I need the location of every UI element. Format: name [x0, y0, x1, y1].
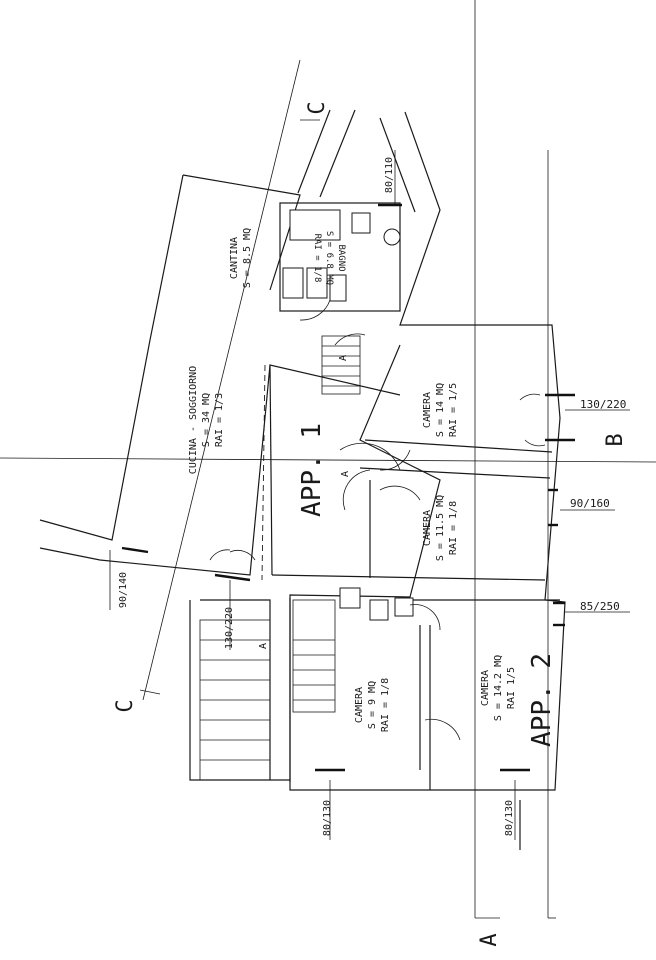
cucina-label: CUCINA - SOGGIORNO S = 34 MQ RAI = 1/3 [188, 366, 225, 474]
section-c-top-marker: C [305, 101, 330, 114]
opening-label-6: 130/220 [224, 607, 235, 649]
camera4-rai: RAI 1/5 [506, 667, 517, 709]
cantina-label: CANTINA S = 8.5 MQ [229, 228, 253, 288]
bathroom-fixtures [279, 202, 414, 621]
opening-label-8: 80/130 [504, 800, 515, 836]
cucina-area: S = 34 MQ [201, 393, 212, 447]
apartment-2-label: APP. 2 [527, 653, 557, 747]
opening-label-2: 130/220 [580, 398, 626, 411]
opening-label-4: 85/250 [580, 600, 620, 613]
camera2-area: S = 11.5 MQ [435, 495, 446, 561]
camera3-name: CAMERA [354, 687, 365, 723]
openings [121, 203, 575, 772]
camera3-label: CAMERA S = 9 MQ RAI = 1/8 [354, 678, 391, 732]
section-a-marker: A [477, 933, 502, 946]
camera2-label: CAMERA S = 11.5 MQ RAI = 1/8 [422, 495, 459, 561]
bagno-label: BAGNO S = 6.8 MQ RAI = 1/8 [312, 231, 346, 285]
camera4-area: S = 14.2 MQ [493, 655, 504, 721]
camera1-area: S = 14 MQ [435, 383, 446, 437]
opening-leaders [109, 150, 630, 840]
cucina-rai: RAI = 1/3 [214, 393, 225, 447]
camera2-name: CAMERA [422, 510, 433, 546]
opening-label-1: 80/110 [384, 157, 395, 193]
bagno-rai: RAI = 1/8 [312, 234, 322, 283]
cucina-name: CUCINA - SOGGIORNO [188, 366, 199, 474]
stair-mark-1: A [338, 355, 349, 361]
opening-label-7: 80/130 [322, 800, 333, 836]
camera4-label: CAMERA S = 14.2 MQ RAI 1/5 [480, 655, 517, 721]
cantina-area: S = 8.5 MQ [242, 228, 253, 288]
section-lines [0, 0, 656, 919]
stair-mark-3: A [258, 643, 269, 649]
opening-label-3: 90/160 [570, 497, 610, 510]
section-b-marker: B [603, 433, 628, 446]
bagno-name: BAGNO [336, 244, 346, 271]
camera1-name: CAMERA [422, 392, 433, 428]
camera3-rai: RAI = 1/8 [380, 678, 391, 732]
cantina-name: CANTINA [229, 237, 240, 279]
camera1-rai: RAI = 1/5 [448, 383, 459, 437]
apartment-1-label: APP. 1 [297, 423, 327, 517]
camera3-area: S = 9 MQ [367, 681, 378, 729]
camera2-rai: RAI = 1/8 [448, 501, 459, 555]
camera1-label: CAMERA S = 14 MQ RAI = 1/5 [422, 383, 459, 437]
opening-label-5: 90/140 [118, 572, 129, 608]
stairs [199, 335, 401, 781]
section-c-left-marker: C [113, 699, 138, 712]
camera4-name: CAMERA [480, 670, 491, 706]
stair-mark-2: A [340, 471, 351, 477]
bagno-area: S = 6.8 MQ [324, 231, 334, 285]
